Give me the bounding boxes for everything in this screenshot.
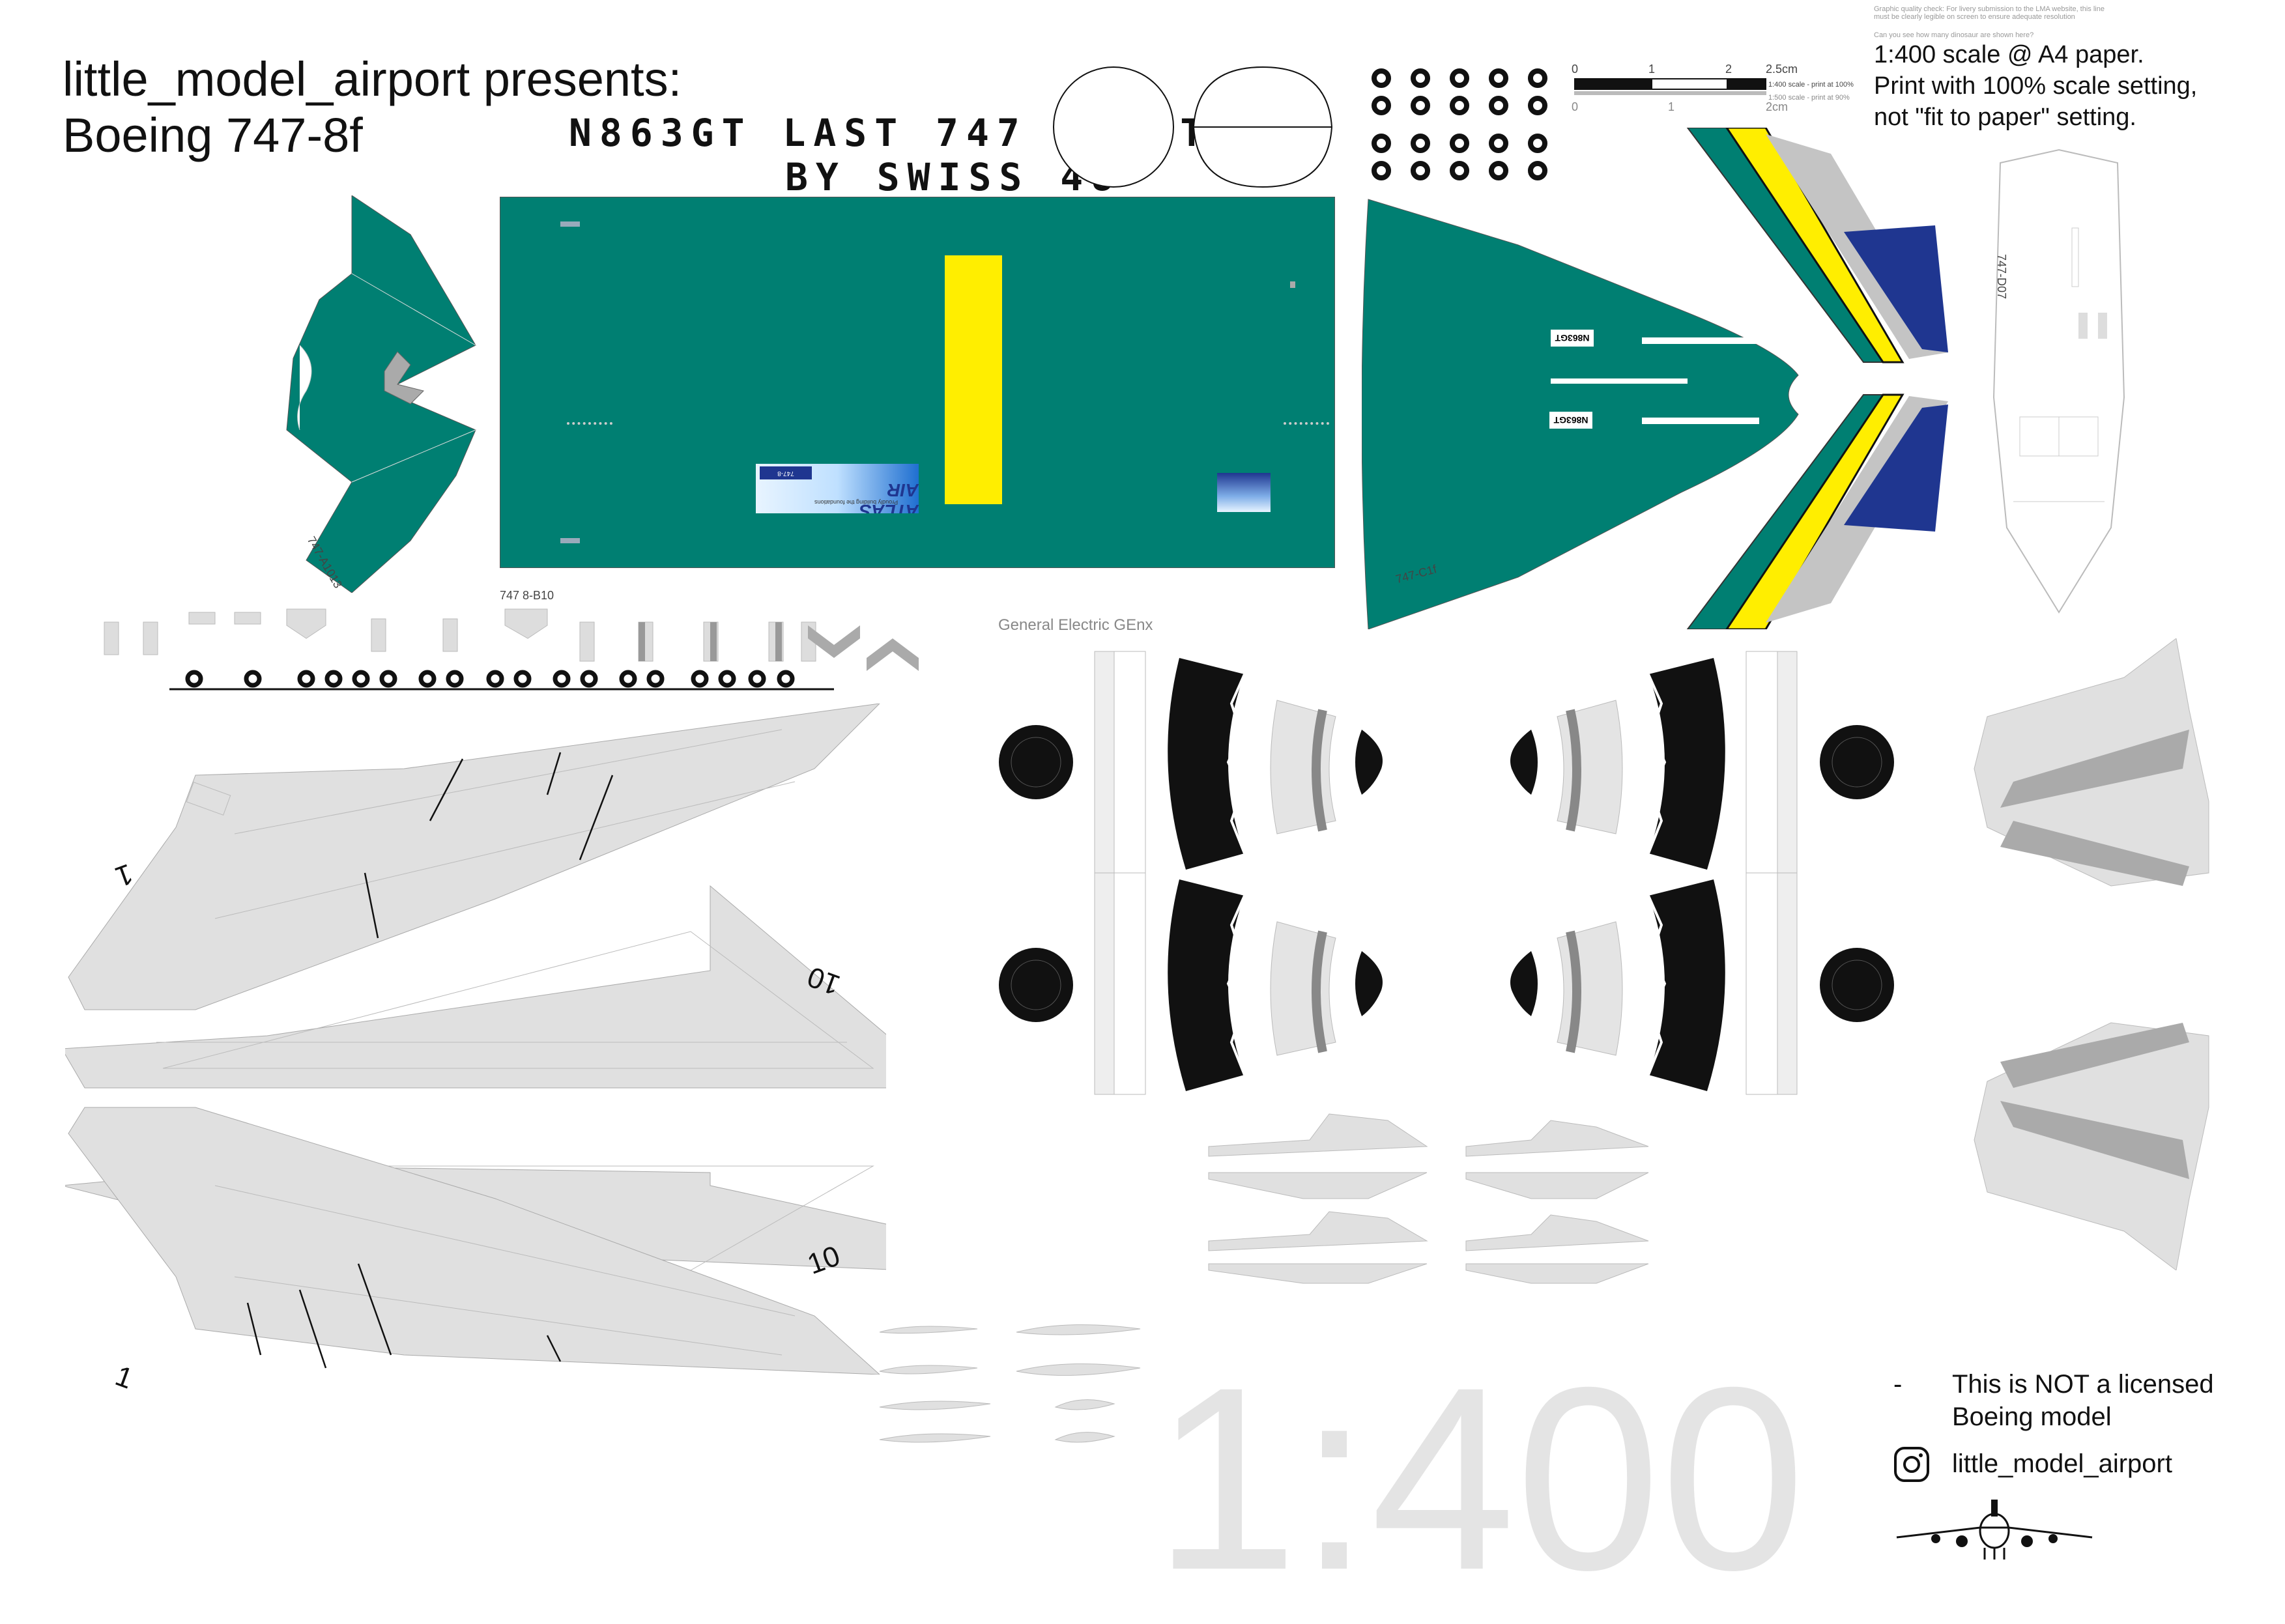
wheel-parts-grid — [1372, 68, 1547, 180]
quality-check-note-2: Can you see how many dinosaur are shown … — [1874, 31, 2034, 39]
title-line-1: little_model_airport presents: — [63, 52, 682, 106]
scale-tick-b2: 2cm — [1766, 100, 1789, 113]
scale-segment — [1728, 78, 1766, 90]
horizontal-stabilizer-parts — [1974, 638, 2209, 1270]
scale-label-100: 1:400 scale - print at 100% — [1768, 81, 1854, 89]
engine-parts — [999, 651, 1894, 1095]
bulkhead-oval — [1192, 66, 1333, 188]
scale-label-90: 1:500 scale - print at 90% — [1768, 94, 1850, 102]
window-row — [1284, 422, 1329, 427]
registration-banner-line-2: BY SWISS 48 — [785, 155, 1122, 199]
disclaimer-line-1: This is NOT a licensed — [1952, 1370, 2214, 1399]
quality-check-note: Graphic quality check: For livery submis… — [1874, 5, 2105, 21]
door-marking — [560, 538, 580, 543]
scale-tick-2: 2 — [1725, 63, 1732, 76]
logo-brand: ATLAS AIR — [859, 480, 919, 513]
scale-tick-25: 2.5cm — [1766, 63, 1798, 76]
disclaimer-bullet: - — [1893, 1370, 1903, 1399]
nose-registration-bottom: N863GT — [1549, 412, 1592, 429]
fuselage-yellow-stripe — [945, 255, 1002, 504]
nose-part — [1362, 128, 1948, 629]
scale-segment-90 — [1574, 91, 1766, 95]
logo-tagline: Proudly building the foundations — [814, 499, 898, 506]
instruction-line-3: not "fit to paper" setting. — [1874, 104, 2136, 131]
big-scale-text: 1:400 — [1153, 1333, 1805, 1624]
fuselage-label: 747 8-B10 — [500, 589, 554, 602]
nose-registration-top: N863GT — [1551, 330, 1594, 347]
door-marking — [560, 221, 580, 227]
scale-segment — [1651, 78, 1728, 90]
title-line-2: Boeing 747-8f — [63, 108, 363, 162]
airplane-front-icon — [1896, 1500, 2093, 1560]
disclaimer-line-2: Boeing model — [1952, 1403, 2112, 1431]
instruction-line-2: Print with 100% scale setting, — [1874, 72, 2198, 100]
wing-parts — [65, 704, 886, 1375]
small-fin-parts — [1208, 1113, 1649, 1284]
tail-part — [286, 195, 476, 593]
scale-tick-b1: 1 — [1668, 100, 1675, 113]
belly-part — [1992, 149, 2125, 614]
tail-logo-patch — [1217, 473, 1271, 512]
instruction-line-1: 1:400 scale @ A4 paper. — [1874, 41, 2144, 68]
scale-segment — [1574, 78, 1651, 90]
belly-label: 747-D07 — [1995, 254, 2008, 300]
window-row — [567, 422, 612, 427]
logo-sub: 747-8 — [760, 466, 812, 479]
scale-tick-b0: 0 — [1572, 100, 1579, 113]
scale-tick-0: 0 — [1572, 63, 1579, 76]
engine-label: General Electric GEnx — [998, 616, 1153, 634]
scale-tick-1: 1 — [1648, 63, 1656, 76]
instagram-handle: little_model_airport — [1952, 1449, 2172, 1478]
airfoil-parts — [879, 1324, 1141, 1443]
door-marking — [1290, 281, 1295, 288]
bulkhead-circle — [1053, 66, 1174, 188]
instagram-icon — [1894, 1447, 1929, 1482]
atlas-air-logo: 747-8 ATLAS AIR Proudly building the fou… — [756, 464, 919, 513]
landing-gear-parts — [104, 608, 919, 691]
